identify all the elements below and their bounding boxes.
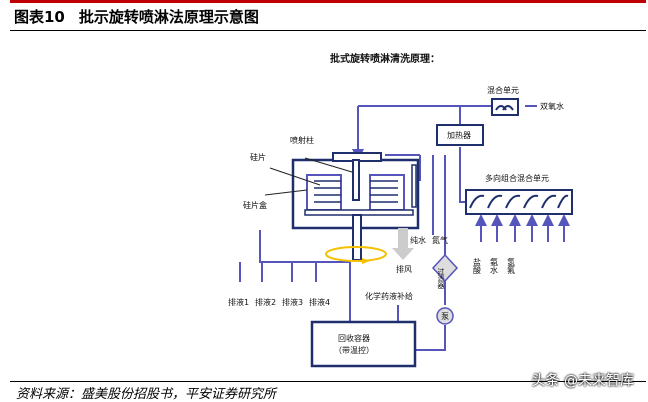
pure-water-label: 纯水 bbox=[410, 235, 426, 245]
chemical-label: 盐酸 bbox=[473, 257, 482, 275]
drain-label: 排液1 bbox=[228, 297, 249, 307]
pump bbox=[436, 307, 454, 325]
chemical-label: 氨水 bbox=[490, 257, 499, 274]
drain-labels: 排液1 排液2 排液3 排液4 bbox=[228, 297, 330, 307]
spray-column bbox=[352, 159, 360, 201]
source-note: 资料来源：盛美股份招股书，平安证券研究所 bbox=[16, 387, 277, 402]
chemical-labels: 盐酸 氨水 氢氟 bbox=[473, 257, 516, 275]
exhaust-arrow-icon bbox=[392, 228, 414, 260]
rotation-shaft bbox=[352, 214, 362, 261]
nitrogen-label: 氮气 bbox=[432, 235, 448, 245]
multi-mix-unit bbox=[465, 189, 573, 215]
exhaust-label: 排风 bbox=[396, 264, 412, 274]
heater-label: 加热器 bbox=[447, 130, 471, 140]
heater-box bbox=[436, 124, 484, 146]
diagram-title: 批式旋转喷淋清洗原理： bbox=[330, 52, 440, 65]
mix-unit-label: 混合单元 bbox=[487, 85, 519, 95]
divider bbox=[10, 381, 646, 382]
drain-label: 排液2 bbox=[255, 297, 276, 307]
chemical-label: 氢氟 bbox=[507, 257, 516, 274]
drain-label: 排液4 bbox=[309, 297, 330, 307]
pump-label: 泵 bbox=[441, 312, 449, 321]
spray-column-label: 喷射柱 bbox=[290, 135, 314, 145]
watermark: 头条 @未来智库 bbox=[531, 373, 634, 389]
recovery-sublabel: （带温控） bbox=[334, 345, 374, 355]
drain-label: 排液3 bbox=[282, 297, 303, 307]
figure-number: 图表10 bbox=[14, 8, 65, 26]
figure-caption: 批示旋转喷淋法原理示意图 bbox=[78, 8, 259, 26]
multi-mix-unit-label: 多向组合混合单元 bbox=[485, 173, 549, 183]
h2o2-label: 双氧水 bbox=[540, 101, 564, 111]
wafer-label: 硅片 bbox=[250, 152, 266, 162]
recovery-label: 回收容器 bbox=[338, 333, 370, 343]
divider bbox=[10, 30, 646, 31]
filter-label: 过滤器 bbox=[437, 267, 445, 290]
figure-title: 图表10 批示旋转喷淋法原理示意图 bbox=[14, 6, 273, 27]
filter bbox=[431, 253, 459, 283]
rotation-arrow-icon bbox=[325, 246, 387, 262]
wafer-box-label: 硅片盒 bbox=[243, 200, 267, 210]
top-rule bbox=[10, 0, 646, 3]
recovery-container bbox=[310, 320, 417, 368]
chem-supply-label: 化学药液补给 bbox=[365, 291, 413, 301]
